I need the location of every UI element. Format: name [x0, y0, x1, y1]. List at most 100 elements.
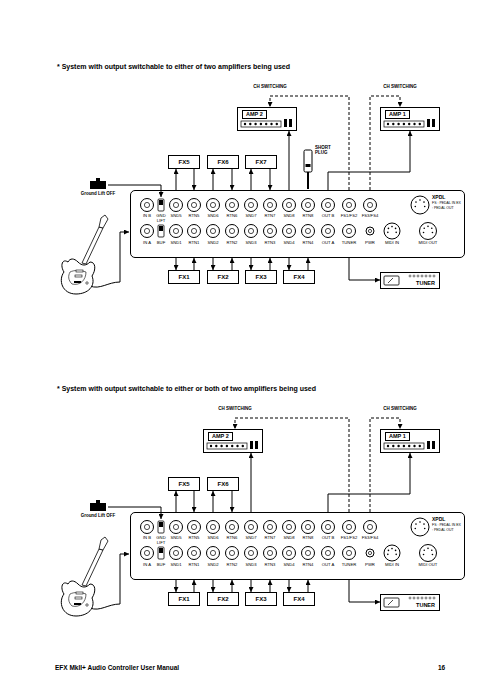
effect-box: FX7 — [245, 155, 277, 169]
din-pin — [415, 201, 417, 203]
jack-symbol — [267, 202, 272, 207]
signal-line — [176, 258, 177, 270]
jack-label: OUT B — [322, 536, 335, 541]
panel-jacks — [141, 518, 437, 562]
amplifier-box: AMP 2 — [237, 107, 297, 131]
effect-box: FX4 — [283, 270, 315, 284]
jack-symbol — [302, 199, 315, 212]
din-socket — [384, 223, 400, 239]
panel-note: FS : PEDAL IN EX : PEDAL OUT — [432, 201, 462, 210]
guitar-illustration — [61, 215, 129, 294]
jack-symbol — [305, 550, 310, 555]
jack-label: RTN8 — [303, 536, 314, 541]
effect-box: FX6 — [207, 155, 239, 169]
jack-symbol — [368, 229, 371, 232]
jack-label: FS3/FS4 — [362, 214, 379, 219]
jack-symbol — [343, 521, 356, 534]
jack-symbol — [207, 225, 220, 238]
jack-symbol — [141, 225, 154, 238]
switch-symbol — [159, 548, 163, 553]
jack-label: RTN6 — [227, 214, 238, 219]
jack-symbol — [322, 225, 335, 238]
box-label: FX5 — [178, 481, 189, 487]
jack-symbol — [325, 524, 330, 529]
amp-panel — [384, 441, 435, 449]
jack-label: RTN1 — [189, 241, 200, 246]
box-label: AMP 1 — [385, 432, 410, 441]
jack-label: BUF — [157, 241, 165, 246]
jack-symbol — [302, 225, 315, 238]
amp-panel — [207, 441, 258, 449]
jack-symbol — [286, 524, 291, 529]
signal-line — [194, 491, 195, 512]
jack-symbol — [207, 521, 220, 534]
jack-symbol — [283, 199, 296, 212]
box-label: FX2 — [217, 596, 228, 602]
amplifier-box: AMP 1 — [380, 429, 440, 453]
jack-symbol — [188, 225, 201, 238]
jack-label: SND4 — [283, 563, 294, 568]
effect-box: FX3 — [245, 592, 277, 606]
jack-label: SND7 — [245, 536, 256, 541]
jack-symbol — [141, 199, 154, 212]
jack-symbol — [144, 228, 149, 233]
din-pin — [395, 232, 397, 234]
signal-line — [213, 491, 214, 512]
jack-symbol — [210, 202, 215, 207]
jack-symbol — [229, 550, 234, 555]
din-pin — [427, 548, 429, 550]
jack-symbol — [305, 228, 310, 233]
switch-symbol — [158, 199, 164, 211]
signal-line — [270, 169, 271, 190]
signal-label: CH SWITCHING — [383, 85, 417, 90]
jack-symbol — [229, 524, 234, 529]
signal-line — [270, 258, 271, 270]
jack-label: PWR — [365, 241, 375, 246]
effect-box: FX6 — [207, 477, 239, 491]
jack-symbol — [366, 227, 374, 235]
jack-label: RTN8 — [303, 214, 314, 219]
signal-line — [289, 131, 290, 190]
jack-symbol — [366, 549, 374, 557]
jack-label: IN A — [143, 241, 151, 246]
signal-line — [251, 169, 252, 190]
jack-symbol — [141, 547, 154, 560]
din-pin — [424, 528, 426, 530]
amp-panel — [384, 119, 435, 127]
jack-symbol — [325, 550, 330, 555]
jack-label: RTN1 — [189, 563, 200, 568]
jack-label: RTN4 — [303, 563, 314, 568]
signal-line — [251, 580, 252, 592]
jack-symbol — [368, 551, 371, 554]
jack-symbol — [346, 524, 351, 529]
signal-line — [194, 580, 195, 592]
jack-symbol — [173, 524, 178, 529]
jack-symbol — [322, 547, 335, 560]
jack-label: FS3/FS4 — [362, 536, 379, 541]
effect-box: FX2 — [207, 592, 239, 606]
din-pin — [395, 554, 397, 556]
jack-label: SND3 — [245, 563, 256, 568]
jack-symbol — [245, 547, 258, 560]
diagram-caption: * System with output switchable to eithe… — [57, 385, 316, 393]
jack-label: SND1 — [170, 241, 181, 246]
jack-symbol — [286, 228, 291, 233]
signal-line — [194, 258, 195, 270]
jack-symbol — [191, 228, 196, 233]
jack-label: RTN5 — [189, 214, 200, 219]
jack-symbol — [248, 228, 253, 233]
signal-line — [270, 580, 271, 592]
signal-line — [349, 580, 380, 602]
jack-symbol — [305, 202, 310, 207]
jack-symbol — [283, 521, 296, 534]
jack-symbol — [188, 199, 201, 212]
jack-label: RTN3 — [265, 241, 276, 246]
din-pin — [423, 549, 425, 551]
box-label: FX2 — [217, 274, 228, 280]
jack-label: SND6 — [207, 536, 218, 541]
effect-box: FX1 — [168, 592, 200, 606]
jack-symbol — [245, 225, 258, 238]
jack-symbol — [364, 199, 377, 212]
jack-symbol — [191, 550, 196, 555]
jack-symbol — [346, 228, 351, 233]
